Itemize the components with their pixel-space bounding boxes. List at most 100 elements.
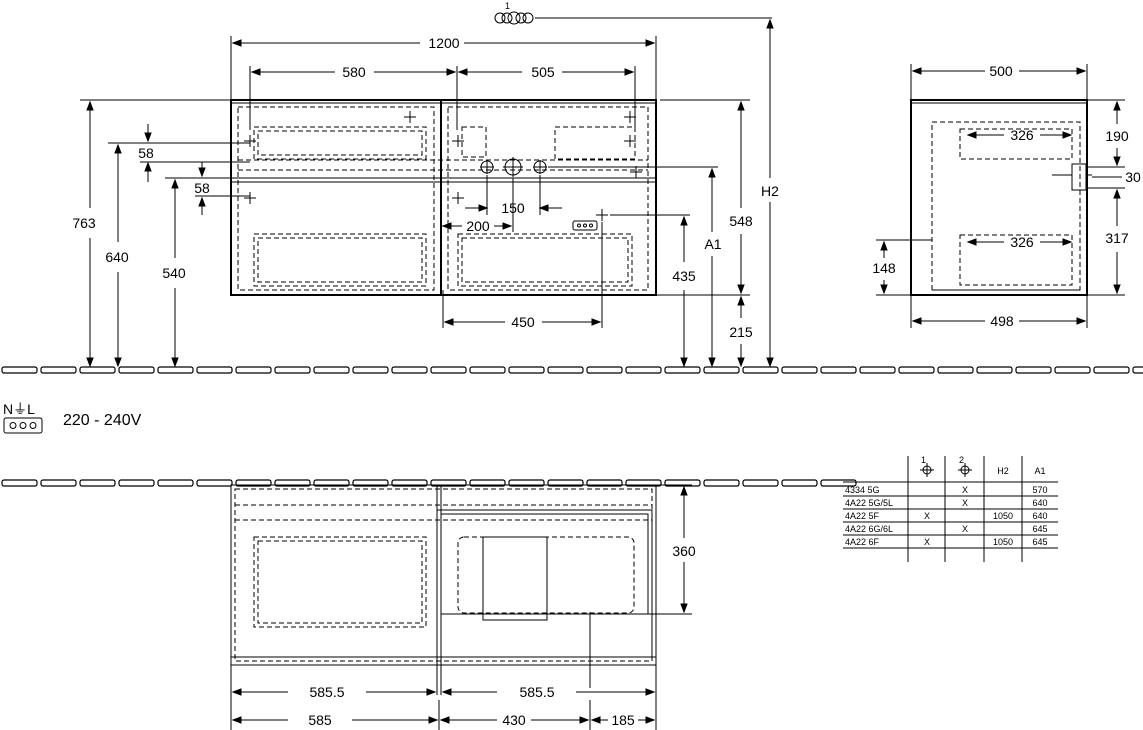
- floor-tile: [976, 366, 1013, 374]
- dim-540: 540: [162, 265, 186, 281]
- table-cell: 1050: [993, 537, 1013, 547]
- table-cell: 4A22 5G/5L: [845, 498, 893, 508]
- table-header-cell: 1: [921, 455, 926, 465]
- table-header-cell: 2: [959, 455, 964, 465]
- dim-58-b: 58: [194, 180, 210, 196]
- dim-435: 435: [672, 268, 696, 284]
- floor-tile: [1, 366, 38, 374]
- dim-190: 190: [1105, 128, 1129, 144]
- dim-640: 640: [105, 249, 129, 265]
- floor-line-top: [1, 366, 1143, 374]
- floor-tile: [586, 366, 623, 374]
- model-table: 1 2H2 A1 4334 5G X 570 4A22 5G/5L X 640 4A22 5F X 1…: [843, 455, 1058, 562]
- floor-tile: [937, 366, 974, 374]
- floor-tile: [235, 366, 272, 374]
- siphon-marker-icon: [494, 11, 772, 25]
- table-cell: 645: [1032, 537, 1047, 547]
- table-cell: X: [962, 498, 968, 508]
- table-cell: 645: [1032, 524, 1047, 534]
- dim-585-5-right: 585.5: [519, 684, 554, 700]
- floor-tile: [1054, 366, 1091, 374]
- wall-line-bottom: [1, 479, 857, 487]
- floor-tile: [196, 366, 233, 374]
- tap-hole-2-icon: [958, 463, 972, 477]
- table-cell: 640: [1032, 511, 1047, 521]
- dim-1200: 1200: [428, 35, 459, 51]
- floor-tile: [157, 479, 194, 487]
- voltage-label: 220 - 240V: [63, 412, 142, 429]
- floor-tile: [781, 479, 818, 487]
- floor-tile: [196, 479, 233, 487]
- table-header-cell: A1: [1034, 466, 1045, 476]
- floor-tile: [40, 366, 77, 374]
- table-cell: 4334 5G: [845, 485, 880, 495]
- floor-tile: [118, 479, 155, 487]
- floor-tile: [1093, 366, 1130, 374]
- floor-tile: [274, 366, 311, 374]
- floor-tile: [820, 366, 857, 374]
- floor-tile: [40, 479, 77, 487]
- dim-30: 30: [1125, 169, 1141, 185]
- front-cabinet: [230, 99, 718, 296]
- floor-tile: [664, 366, 701, 374]
- floor-tile: [859, 366, 896, 374]
- table-cell: X: [924, 511, 930, 521]
- floor-tile: [508, 366, 545, 374]
- dim-200: 200: [466, 218, 490, 234]
- dim-498: 498: [990, 313, 1014, 329]
- dim-360: 360: [672, 543, 696, 559]
- dim-430: 430: [502, 712, 526, 728]
- floor-tile: [1, 479, 38, 487]
- dim-326-top: 326: [1010, 127, 1034, 143]
- side-cabinet: [910, 99, 1092, 296]
- dim-585-5-left: 585.5: [309, 684, 344, 700]
- floor-tile: [547, 366, 584, 374]
- dim-548: 548: [729, 213, 753, 229]
- floor-tile: [1015, 366, 1052, 374]
- plan-dimension-lines: [230, 484, 692, 730]
- table-header-cell: H2: [997, 466, 1009, 476]
- table-cell: 1050: [993, 511, 1013, 521]
- floor-tile: [742, 479, 779, 487]
- socket-labels: N⏚L: [3, 401, 35, 417]
- front-dimension-lines: [80, 18, 774, 368]
- table-cell: X: [962, 524, 968, 534]
- dim-150: 150: [501, 200, 525, 216]
- floor-tile: [79, 479, 116, 487]
- floor-tile: [79, 366, 116, 374]
- floor-tile: [430, 366, 467, 374]
- dim-450: 450: [511, 314, 535, 330]
- dim-326-bottom: 326: [1010, 234, 1034, 250]
- dim-763: 763: [72, 215, 96, 231]
- dim-185: 185: [611, 712, 635, 728]
- floor-tile: [1132, 366, 1143, 374]
- dim-58-a: 58: [138, 145, 154, 161]
- dim-317: 317: [1105, 230, 1129, 246]
- dim-215: 215: [729, 324, 753, 340]
- dim-148: 148: [872, 260, 896, 276]
- table-cell: 4A22 6G/6L: [845, 524, 893, 534]
- floor-tile: [703, 479, 740, 487]
- floor-tile: [469, 366, 506, 374]
- marker-1-label: 1: [505, 1, 510, 11]
- dim-500: 500: [989, 63, 1013, 79]
- dim-a1: A1: [704, 236, 721, 252]
- floor-tile: [118, 366, 155, 374]
- floor-tile: [742, 366, 779, 374]
- dim-585: 585: [308, 712, 332, 728]
- table-cell: 4A22 5F: [845, 511, 880, 521]
- floor-tile: [625, 366, 662, 374]
- floor-tile: [781, 366, 818, 374]
- table-cell: 640: [1032, 498, 1047, 508]
- socket-icon: [572, 220, 598, 231]
- table-cell: X: [962, 485, 968, 495]
- floor-tile: [898, 366, 935, 374]
- floor-tile: [313, 366, 350, 374]
- table-cell: 570: [1032, 485, 1047, 495]
- dim-505: 505: [531, 64, 555, 80]
- floor-tile: [157, 366, 194, 374]
- table-cell: X: [924, 537, 930, 547]
- plan-cabinet: [230, 484, 657, 695]
